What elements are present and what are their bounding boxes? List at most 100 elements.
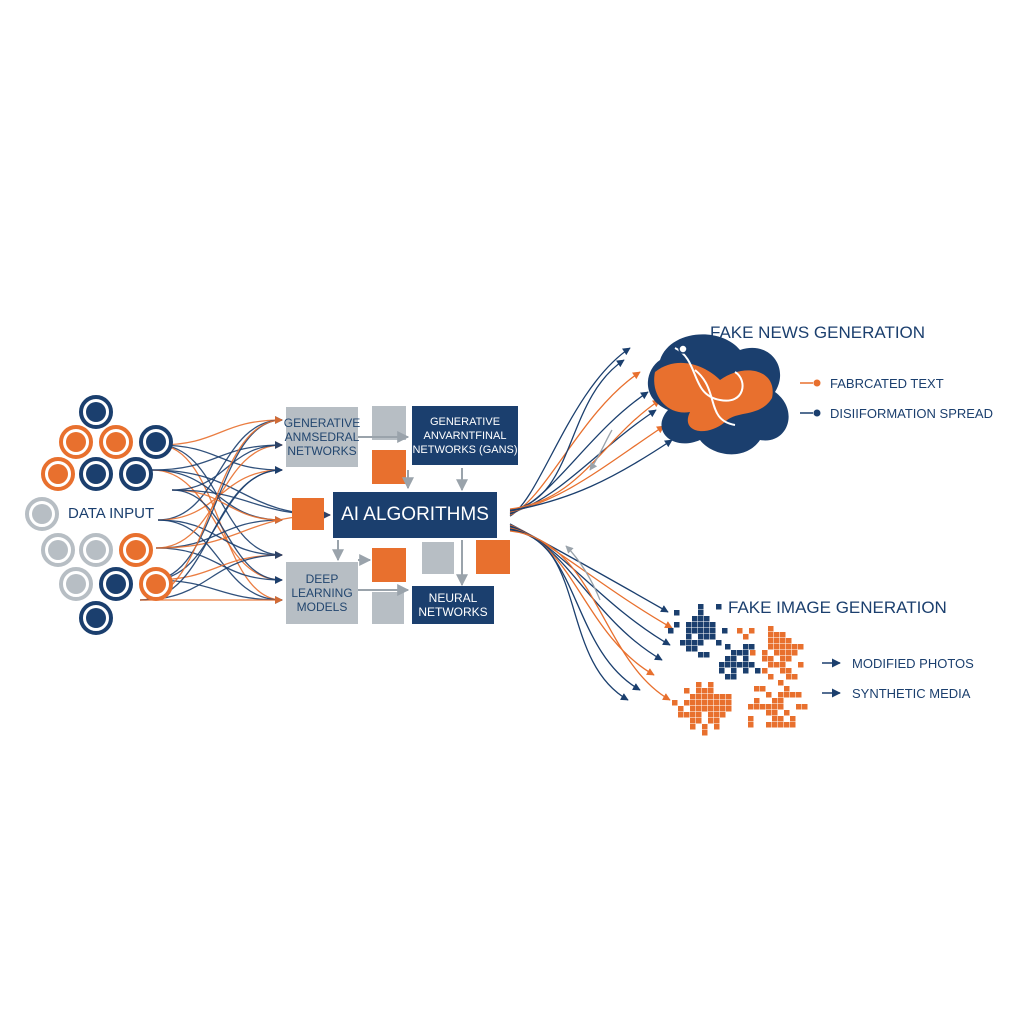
image-pixel — [714, 706, 720, 712]
image-pixel — [762, 650, 768, 656]
input-connector — [171, 441, 283, 491]
input-node-core — [66, 574, 86, 594]
image-pixel — [684, 688, 690, 694]
gan-navy-box: GENERATIVE ANVARNTFINAL NETWORKS (GANs) — [412, 406, 518, 465]
image-pixel — [760, 686, 766, 692]
input-node-core — [106, 574, 126, 594]
image-pixel — [708, 688, 714, 694]
input-node-core — [106, 432, 126, 452]
image-pixel — [684, 700, 690, 706]
algorithm-square — [422, 542, 454, 574]
image-pixel — [786, 650, 792, 656]
image-pixel — [702, 706, 708, 712]
image-pixel — [750, 650, 756, 656]
image-pixel — [716, 640, 722, 646]
image-pixel — [743, 644, 749, 650]
input-node — [79, 601, 113, 635]
image-pixel — [768, 656, 774, 662]
input-node — [139, 425, 173, 459]
image-connector — [509, 529, 629, 701]
image-pixel — [802, 704, 808, 710]
image-pixel — [798, 662, 804, 668]
image-pixel — [743, 650, 749, 656]
image-pixel — [749, 644, 755, 650]
image-pixel — [754, 704, 760, 710]
image-pixel — [755, 668, 761, 674]
news-connector — [509, 359, 625, 511]
flow-connectors — [139, 347, 673, 701]
image-pixel — [778, 704, 784, 710]
neural-networks-box: NEURAL NETWORKS — [412, 586, 494, 624]
input-connector — [157, 416, 283, 521]
image-pixel — [686, 628, 692, 634]
image-pixel — [754, 686, 760, 692]
image-pixel — [737, 628, 743, 634]
image-pixel — [702, 700, 708, 706]
image-pixel — [796, 692, 802, 698]
image-pixel — [678, 712, 684, 718]
image-pixel — [708, 682, 714, 688]
image-pixel — [692, 622, 698, 628]
image-pixel — [719, 662, 725, 668]
image-pixel — [725, 674, 731, 680]
image-pixel — [698, 652, 704, 658]
image-pixel — [768, 626, 774, 632]
input-node-core — [66, 432, 86, 452]
image-pixel — [780, 662, 786, 668]
image-pixel — [768, 644, 774, 650]
image-pixel — [722, 628, 728, 634]
image-pixel — [702, 730, 708, 736]
image-pixel — [749, 662, 755, 668]
image-pixel — [731, 674, 737, 680]
image-pixel — [690, 712, 696, 718]
image-pixel — [698, 616, 704, 622]
image-pixel — [698, 628, 704, 634]
image-pixel — [720, 712, 726, 718]
image-pixel — [696, 688, 702, 694]
image-pixel — [714, 718, 720, 724]
input-node — [25, 497, 59, 531]
neural-networks-label: NEURAL NETWORKS — [418, 591, 488, 619]
image-pixel — [792, 650, 798, 656]
image-pixel — [726, 700, 732, 706]
input-node — [99, 567, 133, 601]
input-connector — [157, 519, 283, 559]
input-connector — [171, 489, 283, 524]
image-pixel — [710, 628, 716, 634]
image-pixel — [714, 712, 720, 718]
output-markers — [800, 379, 841, 698]
input-node-core — [146, 432, 166, 452]
image-pixel — [768, 662, 774, 668]
image-pixel — [725, 656, 731, 662]
image-pixel — [702, 694, 708, 700]
image-pixel — [774, 644, 780, 650]
algorithm-square — [372, 592, 404, 624]
image-pixel — [708, 706, 714, 712]
image-pixel — [796, 704, 802, 710]
image-pixel — [778, 698, 784, 704]
image-pixel — [690, 694, 696, 700]
image-pixel — [704, 628, 710, 634]
image-pixel — [760, 704, 766, 710]
image-pixel — [698, 634, 704, 640]
algorithm-square — [372, 548, 406, 582]
image-connector — [509, 527, 655, 676]
image-pixel — [704, 634, 710, 640]
algorithm-square — [476, 540, 510, 574]
image-pixel — [726, 706, 732, 712]
input-node — [79, 395, 113, 429]
algorithm-square — [372, 450, 406, 484]
image-pixel — [708, 694, 714, 700]
feedback-arrow — [589, 429, 613, 471]
image-connector — [509, 526, 663, 661]
image-pixel — [762, 668, 768, 674]
image-pixel — [784, 722, 790, 728]
image-pixel — [772, 704, 778, 710]
image-pixel — [680, 640, 686, 646]
news-connector — [509, 347, 631, 517]
image-pixel — [778, 692, 784, 698]
image-pixel — [766, 704, 772, 710]
input-node-core — [126, 540, 146, 560]
input-node-core — [86, 540, 106, 560]
news-connector — [509, 391, 649, 515]
